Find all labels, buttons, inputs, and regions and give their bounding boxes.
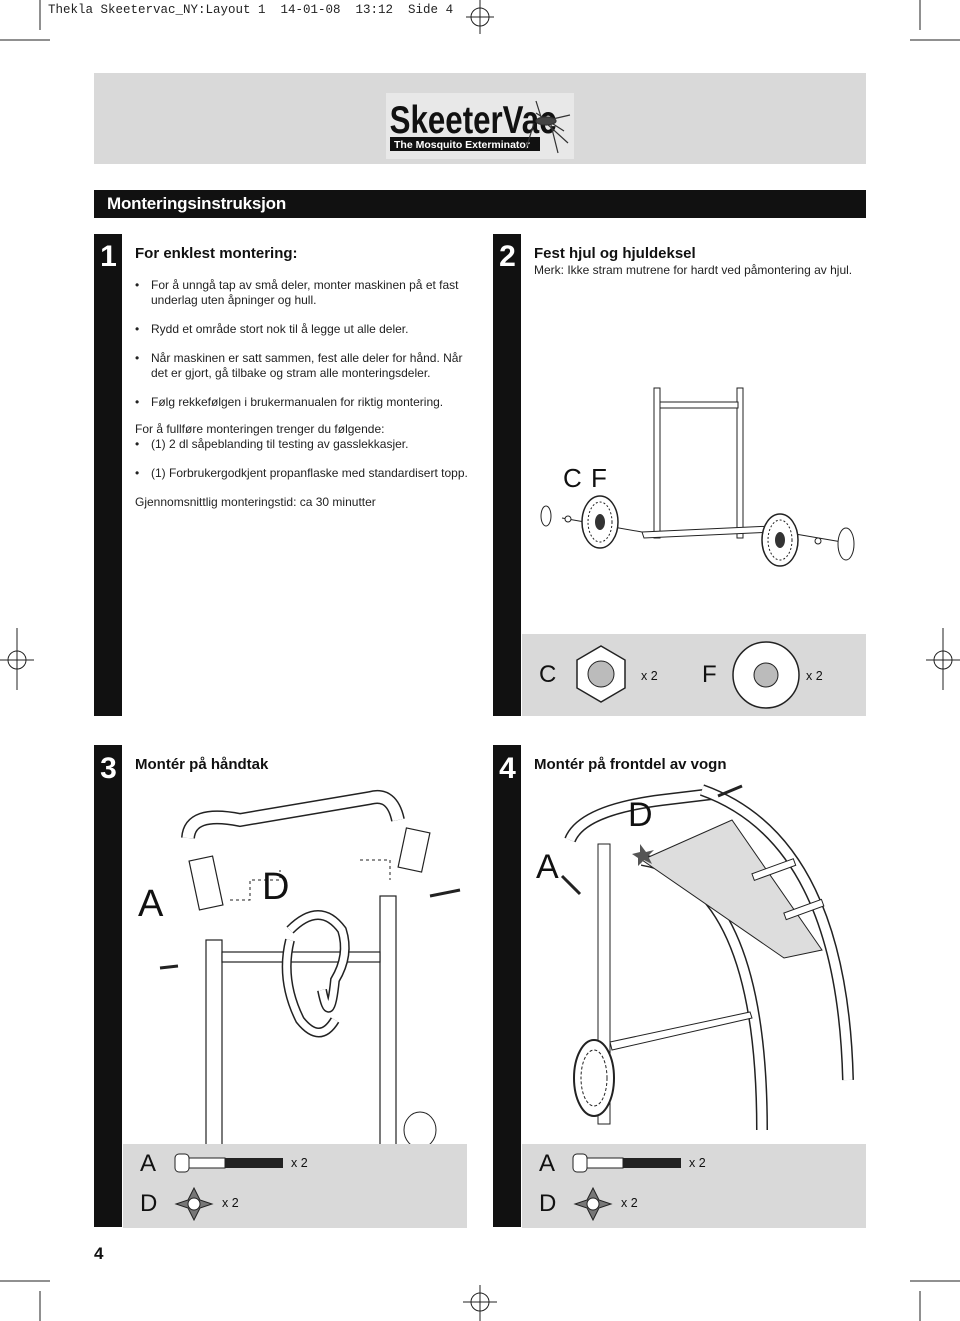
step4-number: 4 [499,752,516,785]
right-wheel-drawing [761,513,799,567]
section-title: Monteringsinstruksjon [94,190,866,218]
step4-label-a: A [536,848,559,886]
step3-part-d-qty: x 2 [222,1196,239,1210]
step1-bullet-list: For å unngå tap av små deler, monter mas… [135,278,480,410]
svg-text:The Mosquito Exterminator: The Mosquito Exterminator [394,139,530,151]
step2-number: 2 [499,240,516,273]
step3-part-d-letter: D [140,1190,158,1217]
step4-heading: Montér på frontdel av vogn [534,756,727,773]
step4-part-d-letter: D [539,1190,557,1217]
step4-part-a-qty: x 2 [689,1156,706,1170]
bolt-icon [174,1153,283,1173]
washer-icon [732,641,800,709]
step1-needs-intro: For å fullføre monteringen trenger du fø… [135,422,385,436]
page-number: 4 [94,1244,104,1263]
step1-needs-list: (1) 2 dl såpeblanding til testing av gas… [135,437,480,481]
part-c-letter: C [539,661,557,688]
part-f-letter: F [702,661,717,688]
step1-need-item: (1) 2 dl såpeblanding til testing av gas… [135,437,480,452]
step3-number: 3 [100,752,117,785]
skeetervac-logo: SkeeterVac The Mosquito Exterminator [386,93,574,159]
step1-bullet: Følg rekkefølgen i brukermanualen for ri… [135,395,480,410]
step1-time-note: Gjennomsnittlig monteringstid: ca 30 min… [135,495,376,509]
step2-note: Merk: Ikke stram mutrene for hardt ved p… [534,263,853,277]
step1-need-item: (1) Forbrukergodkjent propanflaske med s… [135,466,480,481]
step2-band [493,234,521,716]
step2-heading: Fest hjul og hjuldeksel [534,245,696,262]
step2-wheel-diagram [540,387,855,567]
step4-part-d-qty: x 2 [621,1196,638,1210]
step1-bullet: Når maskinen er satt sammen, fest alle d… [135,351,480,381]
bolt-icon [572,1153,681,1173]
step1-bullet: For å unngå tap av små deler, monter mas… [135,278,480,308]
step1-band [94,234,122,716]
step3-handle-diagram [159,790,461,1146]
wing-knob-icon [174,1186,214,1222]
step4-part-a-letter: A [539,1150,556,1177]
step1-number: 1 [100,240,117,273]
step4-cart-diagram [560,784,854,1131]
step1-bullet: Rydd et område stort nok til å legge ut … [135,322,480,337]
print-slug: Thekla Skeetervac_NY:Layout 1 14-01-08 1… [48,3,454,17]
step2-part-callout: C F [563,463,608,493]
step4-band [493,745,521,1227]
part-f-qty: x 2 [806,669,823,683]
step1-heading: For enklest montering: [135,245,298,262]
step3-part-a-qty: x 2 [291,1156,308,1170]
step3-heading: Montér på håndtak [135,756,269,773]
step3-label-a: A [138,883,164,925]
svg-text:SkeeterVac: SkeeterVac [390,98,557,142]
step1-content: For å unngå tap av små deler, monter mas… [135,278,480,510]
wing-knob-icon [573,1186,613,1222]
step3-part-a-letter: A [140,1150,157,1177]
hex-nut-icon [576,645,626,703]
step3-band [94,745,122,1227]
step4-label-d: D [628,796,653,834]
step3-label-d: D [262,866,290,908]
part-c-qty: x 2 [641,669,658,683]
left-wheel-drawing [581,495,619,549]
